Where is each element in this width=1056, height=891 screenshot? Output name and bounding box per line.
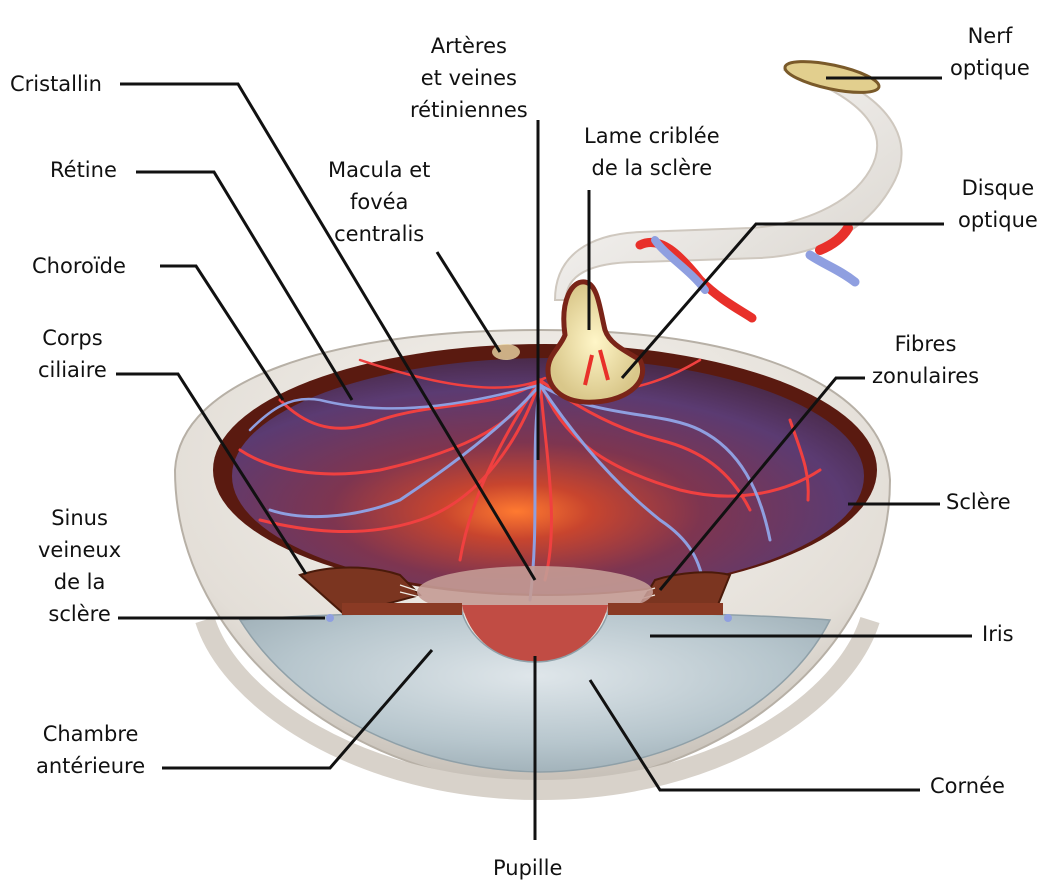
sinus-dot-left [326,614,334,622]
label-corps-ciliaire: Corps ciliaire [38,322,107,386]
label-iris: Iris [982,618,1014,650]
label-arteres-veines: Artères et veines rétiniennes [410,30,528,126]
label-sclere: Sclère [946,486,1011,518]
iris-bar-left [342,603,462,615]
label-cristallin: Cristallin [10,68,102,100]
label-nerf-optique: Nerf optique [950,20,1030,84]
label-macula: Macula et fovéa centralis [328,154,430,250]
label-retine: Rétine [50,154,117,186]
label-lame-criblee: Lame criblée de la sclère [584,120,720,184]
optic-nerve [555,55,902,318]
label-sinus-veineux: Sinus veineux de la sclère [38,502,121,630]
label-fibres-zonulaires: Fibres zonulaires [872,328,979,392]
label-disque-optique: Disque optique [958,172,1038,236]
label-choroide: Choroïde [32,250,126,282]
label-cornee: Cornée [930,770,1005,802]
label-pupille: Pupille [493,852,562,884]
label-chambre-anterieure: Chambre antérieure [36,718,145,782]
sinus-dot-right [724,614,732,622]
iris-bar-right [608,603,723,615]
